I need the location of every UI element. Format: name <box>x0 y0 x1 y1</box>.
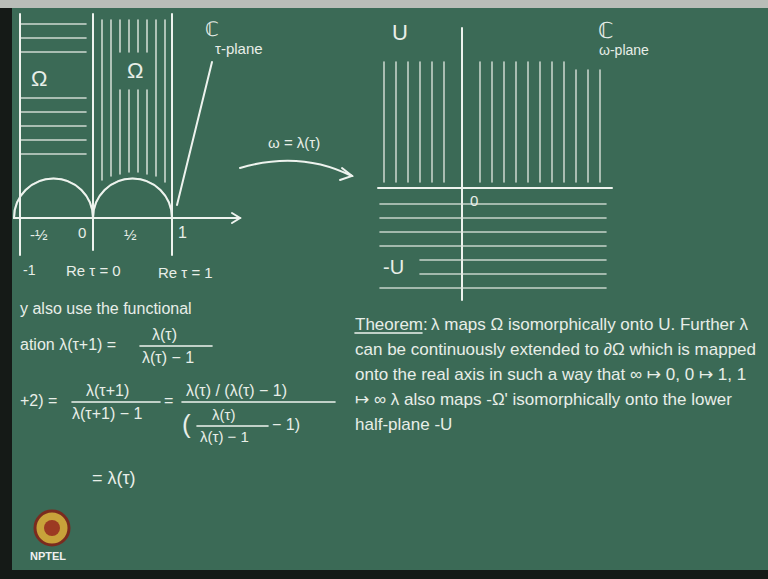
equation-text: ation λ(τ+1) = <box>20 336 116 354</box>
numerator: λ(τ) <box>152 326 177 344</box>
half-plane-name: U <box>392 20 408 45</box>
equation-text: = λ(τ) <box>92 468 136 489</box>
logo-text: NPTEL <box>30 550 66 563</box>
plane-name: ω-plane <box>596 42 652 58</box>
plane-symbol: ℂ <box>205 18 219 41</box>
board-frame <box>0 0 768 8</box>
line-name: Re τ = 1 <box>158 264 213 281</box>
axis-tick: -½ <box>30 226 48 243</box>
plane-name: τ-plane <box>212 40 266 57</box>
numerator: λ(τ+1) <box>86 382 129 400</box>
nptel-logo <box>35 511 69 545</box>
plane-symbol: ℂ <box>598 18 613 43</box>
denominator: λ(τ) − 1 <box>200 428 249 445</box>
region-name: Ω <box>124 58 146 83</box>
theorem-text: λ maps Ω isomorphically onto U. Further … <box>355 312 760 437</box>
note-text: y also use the functional <box>20 300 192 318</box>
axis-tick: 0 <box>78 224 86 241</box>
axis-tick: 1 <box>178 224 187 242</box>
region-name: Ω <box>28 66 50 91</box>
denominator: λ(τ+1) − 1 <box>72 405 142 423</box>
map-label: ω = λ(τ) <box>268 134 320 151</box>
equation-text: − 1) <box>272 416 300 434</box>
theorem-heading: Theorem: <box>355 312 428 337</box>
equation-text: +2) = <box>20 392 57 410</box>
numerator: λ(τ) <box>212 406 235 423</box>
numerator: λ(τ) / (λ(τ) − 1) <box>186 382 287 400</box>
axis-tick: 0 <box>470 192 478 209</box>
half-plane-name: -U <box>380 256 407 279</box>
line-name: -1 <box>23 262 35 278</box>
line-name: Re τ = 0 <box>66 262 121 279</box>
bracket: ( <box>182 410 191 440</box>
equation-text: = <box>164 392 173 410</box>
axis-tick: ½ <box>124 226 137 243</box>
denominator: λ(τ) − 1 <box>142 349 194 367</box>
